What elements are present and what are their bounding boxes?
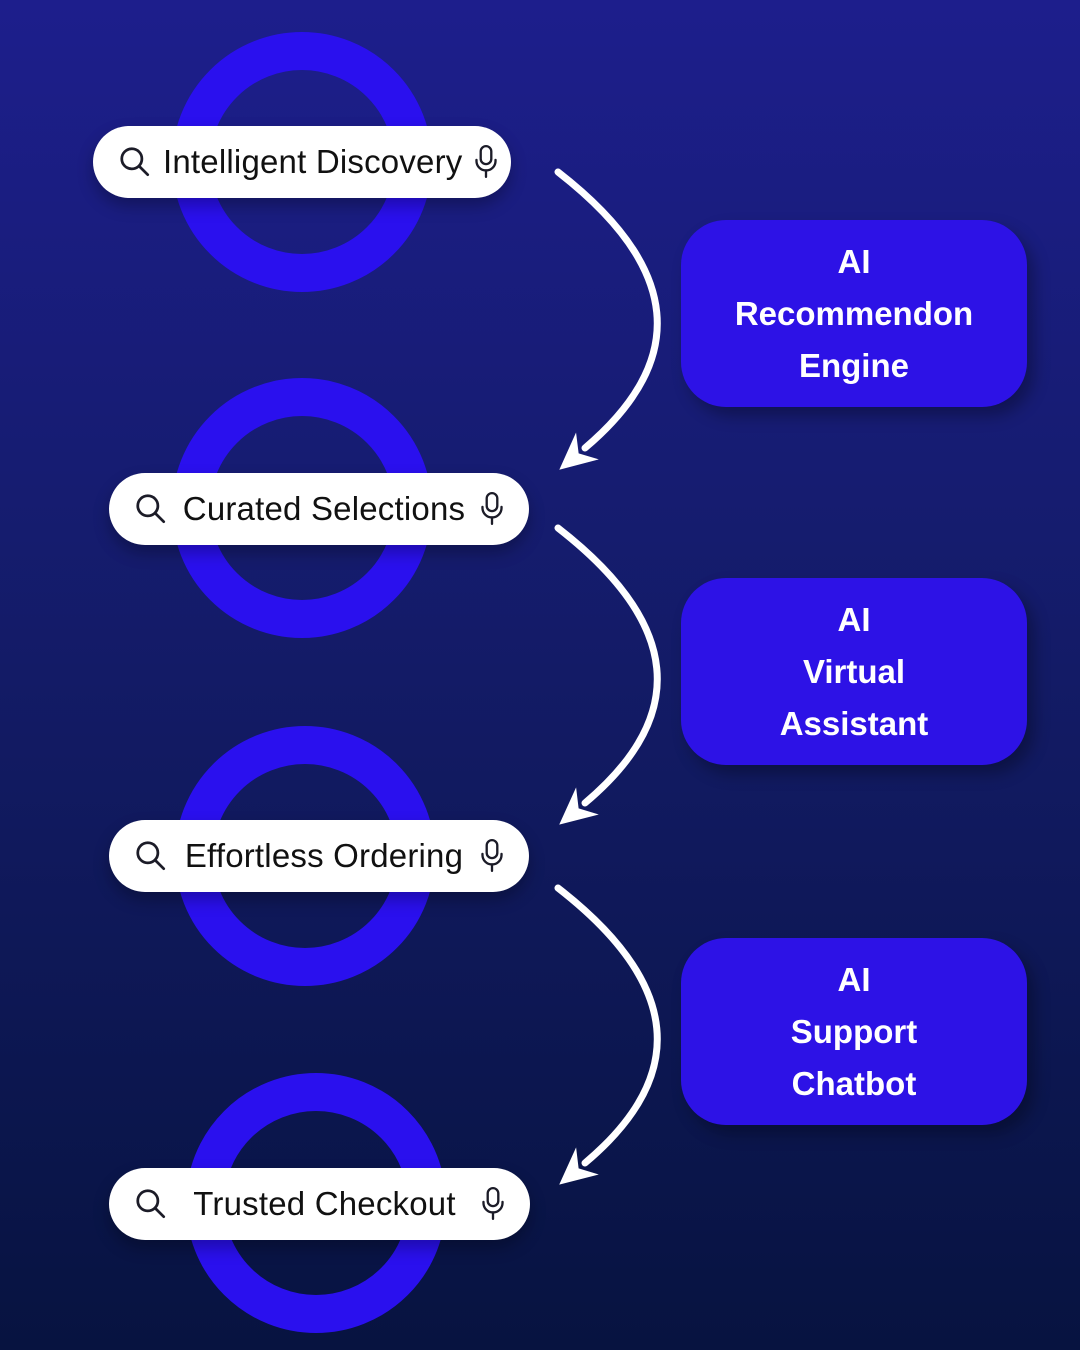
search-icon [136, 494, 166, 524]
ai-box-line: AI [837, 242, 871, 280]
ai-box-line: AI [837, 960, 871, 998]
ai-box-line: Assistant [779, 704, 929, 742]
arrow-curve-2 [554, 524, 661, 825]
search-pill-trusted-checkout[interactable]: Trusted Checkout [109, 1168, 530, 1240]
ai-box-line: Engine [798, 346, 909, 384]
ai-box-line: Chatbot [791, 1064, 917, 1102]
ai-box-support-chatbot: AI Support Chatbot [681, 938, 1027, 1125]
arrow-curve-3 [554, 884, 661, 1185]
ai-box-virtual-assistant: AI Virtual Assistant [681, 578, 1027, 765]
search-pill-label: Effortless Ordering [184, 837, 464, 874]
search-pill-curated-selections[interactable]: Curated Selections [109, 473, 529, 545]
search-pill-effortless-ordering[interactable]: Effortless Ordering [109, 820, 529, 892]
microphone-icon[interactable] [473, 144, 499, 180]
search-pill-label: Curated Selections [182, 490, 466, 527]
search-icon [120, 147, 150, 177]
ai-box-line: AI [837, 600, 871, 638]
search-pill-intelligent-discovery[interactable]: Intelligent Discovery [93, 126, 511, 198]
ai-box-line: Recommendon [734, 294, 974, 332]
search-icon [136, 1189, 166, 1219]
search-pill-label: Trusted Checkout [193, 1185, 456, 1222]
search-icon [136, 841, 166, 871]
microphone-icon[interactable] [479, 491, 505, 527]
ai-box-line: Virtual [802, 652, 906, 690]
search-pill-label: Intelligent Discovery [163, 143, 463, 180]
ai-box-recommendation-engine: AI Recommendon Engine [681, 220, 1027, 407]
ai-box-line: Support [790, 1012, 918, 1050]
microphone-icon[interactable] [480, 1186, 506, 1222]
microphone-icon[interactable] [479, 838, 505, 874]
arrow-curve-1 [554, 168, 661, 470]
